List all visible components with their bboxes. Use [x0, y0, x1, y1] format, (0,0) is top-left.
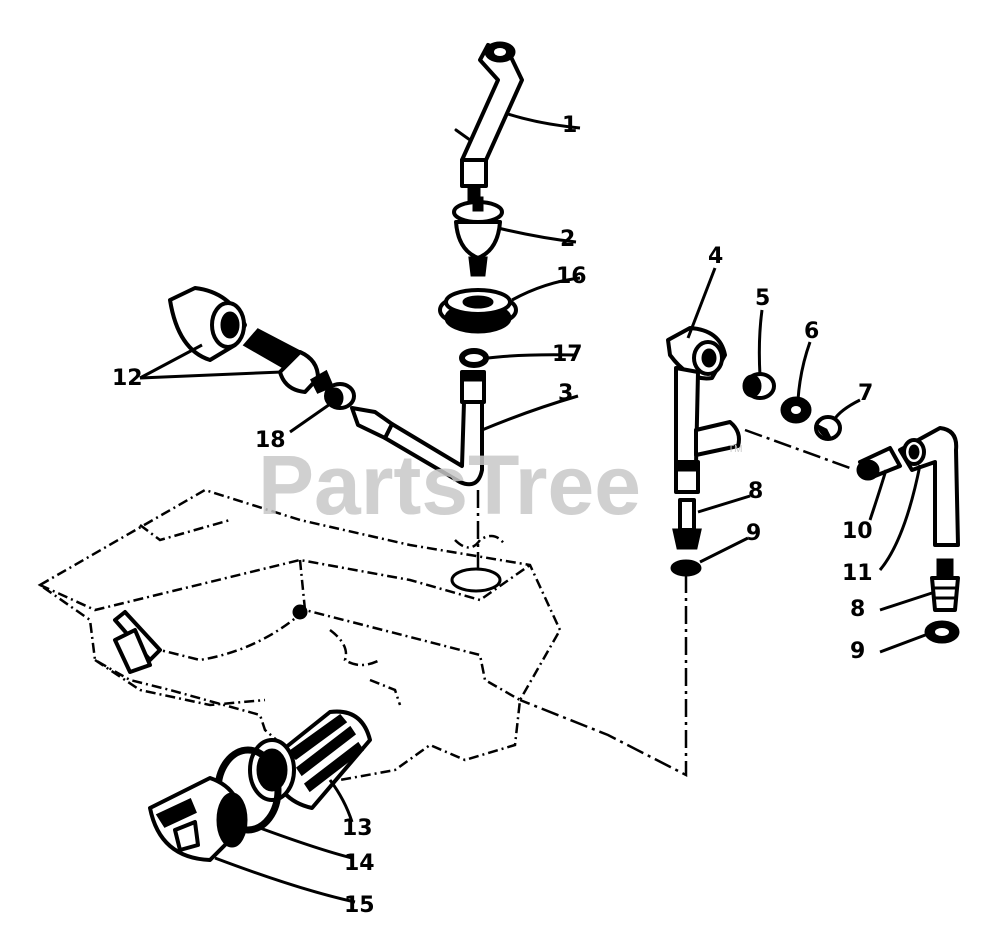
engine-block-outline — [37, 488, 562, 782]
callout-5: 5 — [755, 286, 770, 311]
callout-3: 3 — [558, 381, 573, 406]
callout-18: 18 — [255, 428, 286, 453]
part-13-filter-screen — [248, 709, 372, 810]
callout-8-left: 8 — [748, 479, 763, 504]
callout-2: 2 — [560, 227, 575, 252]
watermark-text: PartsTree — [258, 438, 641, 532]
routing-line-lower — [519, 575, 688, 778]
part-9-washer-left — [670, 559, 702, 577]
part-11-elbow — [898, 426, 960, 547]
routing-line-upper — [744, 428, 851, 470]
part-16-grommet — [438, 288, 518, 334]
callout-16: 16 — [556, 264, 587, 289]
leader-lines — [139, 112, 936, 904]
callout-14: 14 — [344, 851, 375, 876]
part-1-filler-tube — [454, 41, 524, 202]
callout-15: 15 — [344, 893, 375, 918]
callout-12: 12 — [112, 366, 143, 391]
part-8-fitting-right — [930, 558, 960, 612]
part-12-breather — [168, 286, 334, 394]
callout-7: 7 — [858, 381, 873, 406]
callout-4: 4 — [708, 244, 723, 269]
part-3-oil-tube — [350, 370, 486, 487]
callout-8-right: 8 — [850, 597, 865, 622]
callout-9-left: 9 — [746, 521, 761, 546]
part-6-washer — [780, 396, 812, 424]
part-4-elbow — [666, 326, 741, 494]
callout-6: 6 — [804, 319, 819, 344]
callout-17: 17 — [552, 342, 583, 367]
part-9-washer-right — [924, 620, 960, 644]
part-7-plug — [814, 415, 842, 441]
part-2-cap — [452, 196, 504, 277]
callout-13: 13 — [342, 816, 373, 841]
part-17-oring — [459, 348, 489, 368]
watermark-trademark: TM — [728, 444, 742, 455]
part-15-drain-plug — [148, 776, 248, 862]
part-10-seal — [856, 446, 902, 481]
part-8-fitting-left — [672, 498, 702, 550]
callout-1: 1 — [562, 113, 577, 138]
part-5-bushing — [742, 372, 776, 400]
callout-11: 11 — [842, 561, 873, 586]
callout-9-right: 9 — [850, 639, 865, 664]
callout-10: 10 — [842, 519, 873, 544]
